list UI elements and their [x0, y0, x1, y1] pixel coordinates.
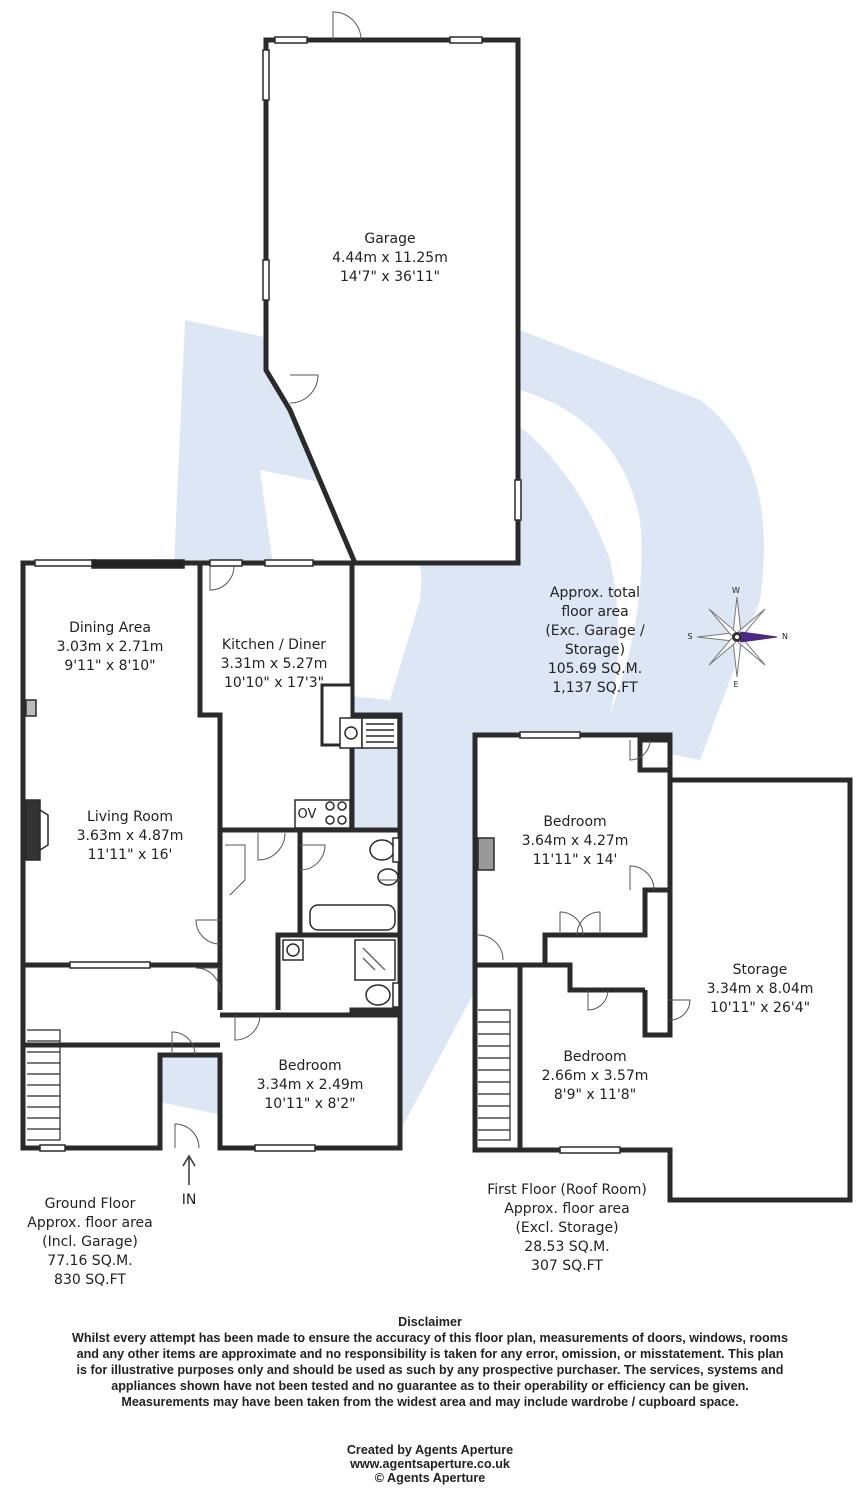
room-name: Dining Area [69, 620, 151, 636]
compass-label-e: E [733, 680, 739, 689]
ground-doors [171, 565, 400, 1149]
ground-floor-line: Approx. floor area [27, 1215, 153, 1231]
room-name: Bedroom [543, 814, 607, 830]
room-label-living-room: Living Room 3.63m x 4.87m 11'11" x 16' [50, 808, 210, 865]
entrance-label: IN [181, 1192, 197, 1208]
room-label-kitchen: Kitchen / Diner 3.31m x 5.27m 10'10" x 1… [196, 636, 352, 693]
credits-line: www.agentsaperture.co.uk [350, 1457, 510, 1471]
first-windows [519, 731, 621, 1154]
total-area-line: floor area [561, 604, 629, 620]
first-floor-line: (Excl. Storage) [515, 1220, 619, 1236]
room-imperial: 10'10" x 17'3" [223, 675, 325, 691]
room-name: Living Room [87, 809, 173, 825]
ground-floor-line: Ground Floor [44, 1196, 136, 1212]
total-area-line: Storage) [564, 642, 626, 658]
room-metric: 4.44m x 11.25m [332, 250, 448, 266]
room-label-storage: Storage 3.34m x 8.04m 10'11" x 26'4" [682, 961, 838, 1018]
room-label-ground-bedroom: Bedroom 3.34m x 2.49m 10'11" x 8'2" [230, 1057, 390, 1114]
first-fittings [477, 837, 495, 871]
room-metric: 3.34m x 2.49m [256, 1077, 364, 1093]
room-name: Garage [364, 231, 416, 247]
total-area-summary: Approx. total floor area (Exc. Garage / … [505, 584, 685, 698]
garage-walls [263, 37, 521, 566]
compass-label-n: N [782, 632, 788, 641]
room-metric: 3.34m x 8.04m [706, 981, 814, 997]
room-label-first-bedroom-2: Bedroom 2.66m x 3.57m 8'9" x 11'8" [525, 1048, 665, 1105]
ground-floor-summary: Ground Floor Approx. floor area (Incl. G… [10, 1195, 170, 1290]
ground-floor-line: (Incl. Garage) [42, 1234, 138, 1250]
first-floor-line: 307 SQ.FT [531, 1258, 603, 1274]
compass-icon [696, 596, 778, 678]
room-name: Storage [732, 962, 788, 978]
garage-windows [262, 36, 522, 521]
first-floor-walls [472, 732, 853, 1203]
room-imperial: 10'11" x 26'4" [709, 1000, 811, 1016]
first-doors [477, 739, 691, 1021]
disclaimer-title: Disclaimer [398, 1315, 462, 1329]
oven-label: OV [297, 807, 317, 822]
ground-floor-walls [20, 560, 403, 1151]
first-floor-line: Approx. floor area [504, 1201, 630, 1217]
kitchen-fittings [294, 683, 399, 829]
room-imperial: 10'11" x 8'2" [264, 1096, 356, 1112]
room-metric: 3.31m x 5.27m [220, 656, 328, 672]
ground-windows [34, 559, 316, 1152]
room-metric: 3.64m x 4.27m [521, 833, 629, 849]
room-imperial: 8'9" x 11'8" [553, 1087, 637, 1103]
bathroom-fittings [282, 837, 400, 1008]
total-area-line: 105.69 SQ.M. [547, 661, 643, 677]
room-imperial: 14'7" x 36'11" [339, 269, 441, 285]
credits-line: © Agents Aperture [374, 1471, 486, 1485]
room-name: Bedroom [278, 1058, 342, 1074]
ground-stairs [27, 1029, 61, 1141]
total-area-line: (Exc. Garage / [545, 623, 645, 639]
room-name: Kitchen / Diner [221, 637, 327, 653]
first-stairs [478, 1009, 511, 1141]
room-label-dining-area: Dining Area 3.03m x 2.71m 9'11" x 8'10" [30, 619, 190, 676]
living-fittings [25, 699, 49, 861]
room-label-first-bedroom-1: Bedroom 3.64m x 4.27m 11'11" x 14' [495, 813, 655, 870]
first-floor-summary: First Floor (Roof Room) Approx. floor ar… [462, 1181, 672, 1276]
room-imperial: 11'11" x 16' [87, 847, 173, 863]
disclaimer: Disclaimer Whilst every attempt has been… [70, 1314, 790, 1410]
entrance-arrow [182, 1154, 196, 1185]
garage-doors [289, 11, 362, 404]
compass-label-w: W [732, 586, 740, 595]
credits-line: Created by Agents Aperture [346, 1443, 514, 1457]
total-area-line: Approx. total [549, 585, 641, 601]
first-floor-line: 28.53 SQ.M. [524, 1239, 610, 1255]
disclaimer-body: Whilst every attempt has been made to en… [72, 1331, 788, 1409]
room-imperial: 9'11" x 8'10" [64, 658, 156, 674]
compass-label-s: S [687, 632, 693, 641]
room-label-garage: Garage 4.44m x 11.25m 14'7" x 36'11" [290, 230, 490, 287]
credits: Created by Agents Aperture www.agentsape… [230, 1443, 630, 1485]
room-metric: 2.66m x 3.57m [541, 1068, 649, 1084]
room-metric: 3.03m x 2.71m [56, 639, 164, 655]
room-metric: 3.63m x 4.87m [76, 828, 184, 844]
room-imperial: 11'11" x 14' [532, 852, 618, 868]
total-area-line: 1,137 SQ.FT [552, 680, 638, 696]
first-floor-line: First Floor (Roof Room) [487, 1182, 647, 1198]
ground-floor-line: 830 SQ.FT [54, 1272, 126, 1288]
room-name: Bedroom [563, 1049, 627, 1065]
ground-floor-line: 77.16 SQ.M. [47, 1253, 133, 1269]
